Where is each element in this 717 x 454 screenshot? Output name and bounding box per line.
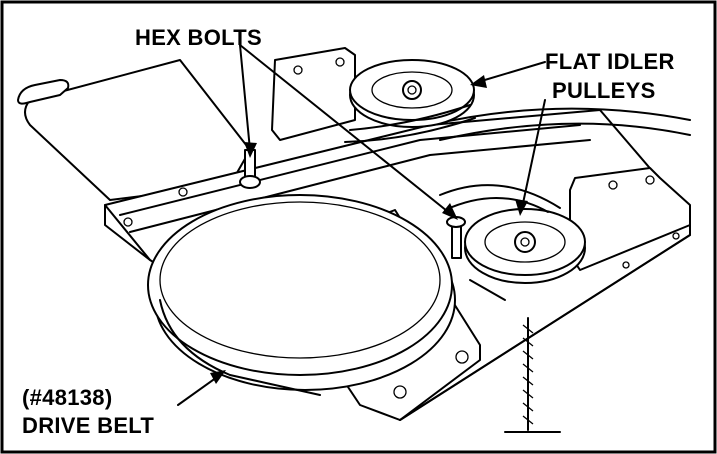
label-drive-belt-line1: (#48138) [22,385,112,410]
label-flat-idler-line1: FLAT IDLER [545,49,675,74]
idler-pulley-upper [349,59,475,128]
drive-belt [344,104,561,213]
label-flat-idler-line2: PULLEYS [552,78,656,103]
drive-pulley [147,194,456,396]
chain [469,279,561,433]
label-hex-bolts: HEX BOLTS [135,25,262,50]
idler-pulley-lower [464,208,586,284]
hex-bolt-left [239,149,261,189]
label-drive-belt-line2: DRIVE BELT [22,413,154,438]
leader-lines [177,44,546,406]
